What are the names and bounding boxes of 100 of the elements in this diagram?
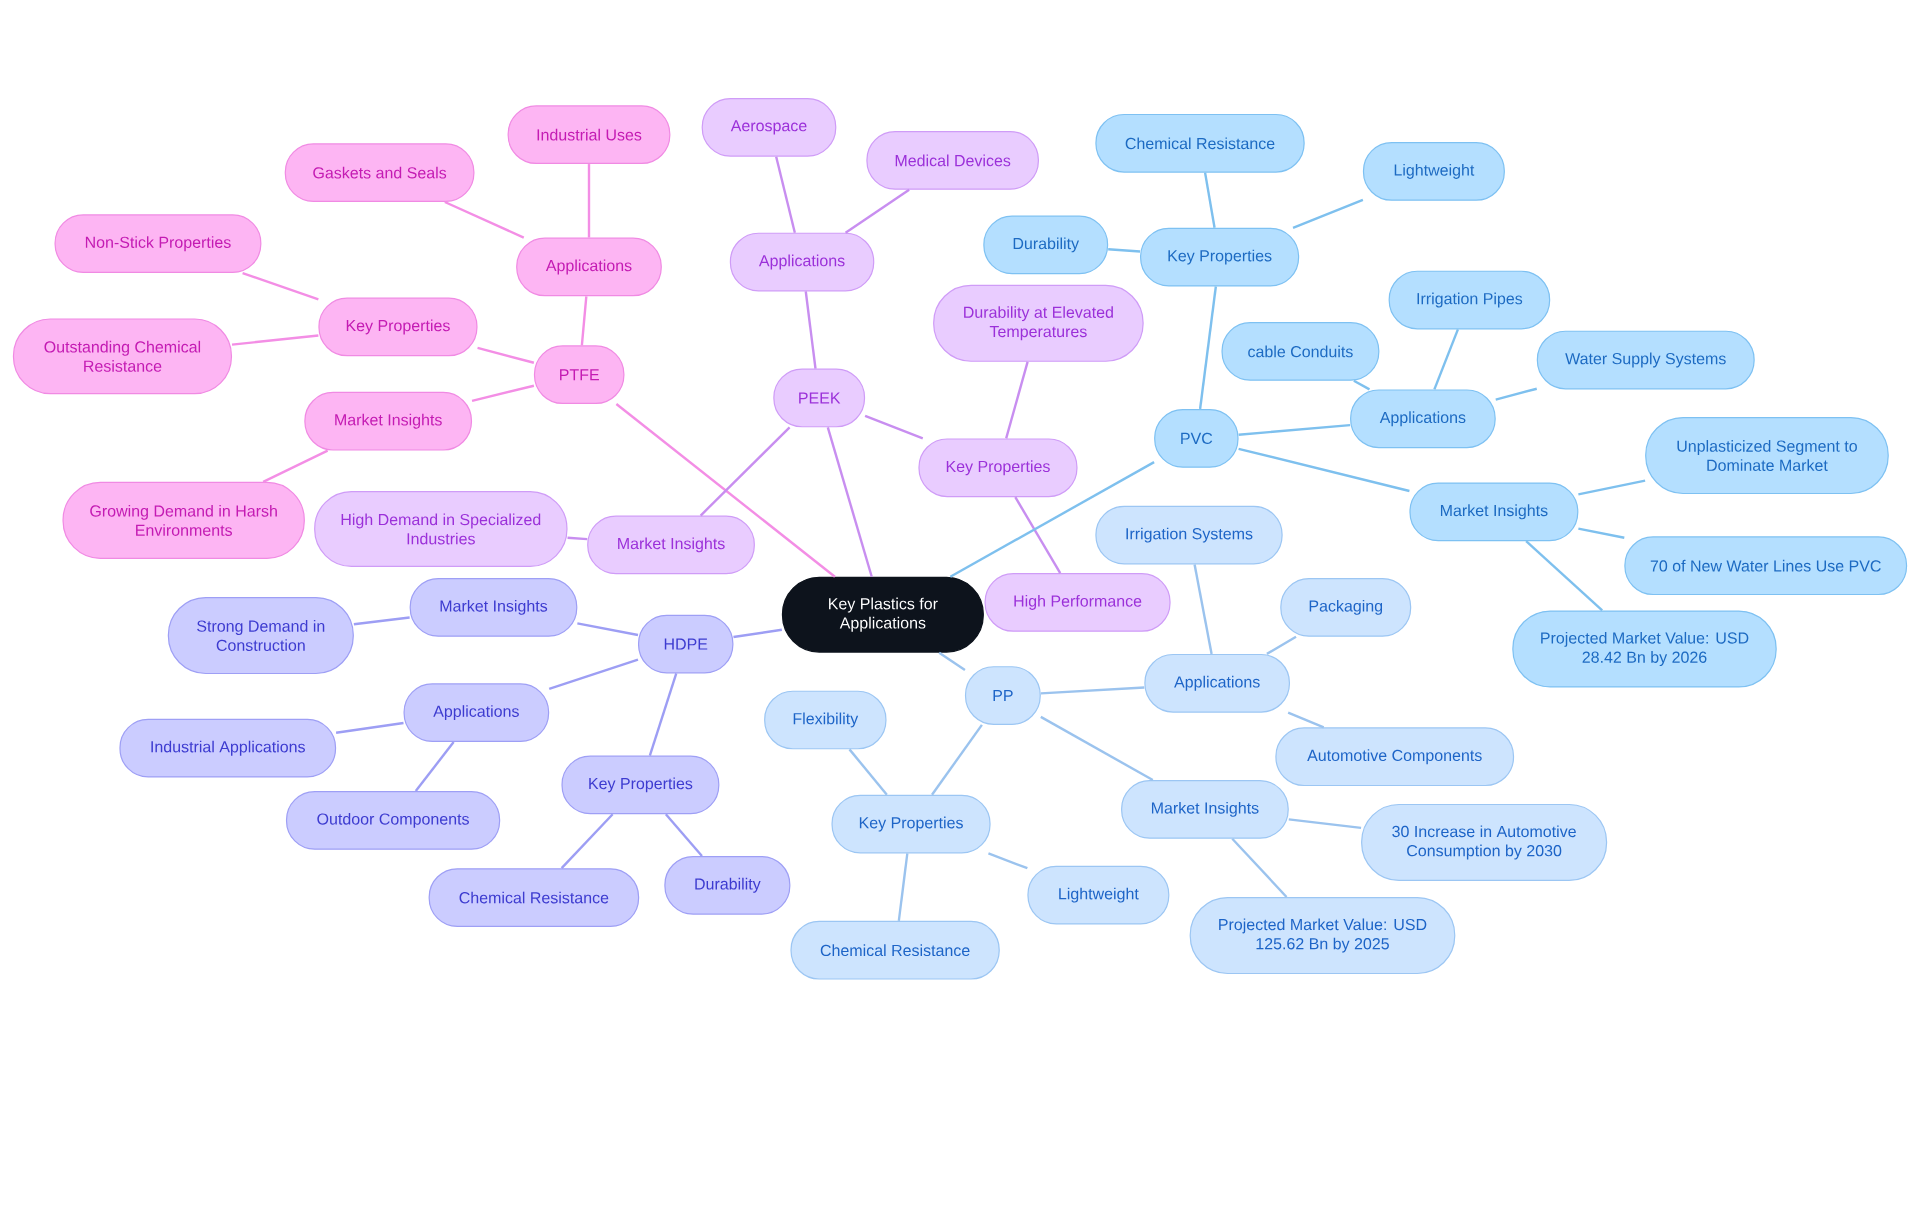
- topic-pill: Key Properties: [1140, 227, 1300, 287]
- topic-pill: Durability: [664, 856, 791, 915]
- topic-pill: Outdoor Components: [285, 791, 501, 850]
- connector-line: [1578, 527, 1625, 540]
- connector-line: [1198, 286, 1218, 410]
- connector-line: [231, 334, 319, 346]
- topic-pill: Chemical Resistance: [428, 868, 640, 928]
- topic-pill: Applications: [1144, 654, 1290, 713]
- topic-pill: Automotive Components: [1275, 727, 1515, 787]
- topic-pill: PP: [964, 666, 1041, 726]
- connector-line: [262, 449, 329, 484]
- topic-pill: Growing Demand in Harsh Environments: [62, 482, 305, 560]
- connector-line: [848, 748, 888, 796]
- connector-line: [444, 201, 525, 239]
- connector-line: [1266, 635, 1297, 656]
- topic-pill: Market Insights: [587, 515, 755, 575]
- connector-line: [580, 296, 588, 346]
- connector-line: [1495, 387, 1538, 401]
- topic-pill: Durability at Elevated Temperatures: [933, 284, 1144, 362]
- connector-line: [1040, 716, 1154, 782]
- connector-line: [353, 616, 410, 626]
- topic-pill: Applications: [729, 232, 875, 292]
- connector-line: [414, 741, 455, 792]
- topic-pill: Packaging: [1280, 578, 1412, 637]
- connector-line: [1238, 447, 1410, 493]
- connector-line: [844, 188, 910, 234]
- central-topic-box: Key Plastics for Applications: [781, 576, 984, 653]
- connector-line: [1292, 198, 1364, 230]
- connector-line: [1193, 564, 1213, 655]
- topic-pill: Key Properties: [831, 794, 991, 854]
- connector-line: [335, 722, 404, 735]
- connector-line: [477, 346, 535, 365]
- topic-pill: Applications: [1350, 389, 1496, 449]
- connector-line: [1433, 329, 1460, 390]
- topic-pill: PVC: [1154, 409, 1239, 468]
- topic-pill: Strong Demand in Construction: [167, 597, 354, 675]
- topic-pill: Market Insights: [409, 578, 578, 637]
- topic-pill: Applications: [516, 237, 662, 297]
- topic-pill: Aerospace: [701, 98, 837, 157]
- topic-pill: Unplasticized Segment to Dominate Market: [1645, 417, 1889, 495]
- connector-line: [1231, 838, 1288, 898]
- connector-line: [560, 813, 614, 870]
- topic-pill: Durability: [983, 215, 1109, 275]
- connector-line: [1525, 540, 1603, 612]
- connector-line: [587, 164, 591, 238]
- connector-line: [615, 403, 836, 578]
- connector-line: [567, 536, 588, 541]
- connector-line: [648, 673, 678, 757]
- topic-pill: Key Properties: [318, 297, 478, 357]
- topic-pill: Outstanding Chemical Resistance: [12, 318, 233, 395]
- connector-line: [1287, 711, 1325, 729]
- topic-pill: 70 of New Water Lines Use PVC: [1624, 536, 1908, 596]
- topic-pill: High Demand in Specialized Industries: [314, 491, 568, 568]
- topic-pill: Lightweight: [1362, 142, 1505, 201]
- connector-line: [1005, 361, 1029, 439]
- topic-pill: 30 Increase in Automotive Consumption by 2030: [1361, 804, 1608, 882]
- topic-pill: PEEK: [773, 368, 866, 428]
- topic-pill: HDPE: [638, 614, 734, 674]
- topic-pill: Projected Market Value: USD 28.42 Bn by 2026: [1512, 610, 1777, 688]
- topic-pill: cable Conduits: [1221, 322, 1380, 381]
- connector-line: [775, 156, 796, 234]
- topic-pill: Market Insights: [1409, 482, 1579, 542]
- connector-line: [577, 622, 639, 637]
- connector-line: [471, 384, 535, 403]
- connector-line: [1238, 424, 1351, 437]
- topic-pill: Water Supply Systems: [1536, 330, 1755, 390]
- topic-pill: Lightweight: [1027, 865, 1170, 925]
- connector-line: [1108, 248, 1141, 253]
- connector-line: [1040, 686, 1145, 695]
- topic-pill: Industrial Uses: [507, 105, 671, 165]
- connector-line: [242, 272, 319, 301]
- connector-line: [1578, 479, 1646, 496]
- topic-pill: Irrigation Pipes: [1388, 270, 1551, 330]
- topic-pill: Industrial Applications: [119, 718, 337, 778]
- connector-line: [988, 852, 1028, 870]
- topic-pill: Projected Market Value: USD 125.62 Bn by 2025: [1189, 897, 1456, 975]
- connector-line: [949, 461, 1155, 578]
- connector-line: [897, 853, 909, 922]
- connector-line: [804, 291, 817, 369]
- topic-pill: Chemical Resistance: [1095, 114, 1305, 173]
- connector-line: [548, 658, 639, 691]
- topic-pill: Irrigation Systems: [1095, 505, 1283, 565]
- topic-pill: Market Insights: [304, 392, 473, 451]
- connector-line: [733, 628, 783, 639]
- connector-line: [1203, 172, 1216, 229]
- topic-pill: Market Insights: [1121, 780, 1289, 839]
- connector-line: [1288, 818, 1362, 830]
- connector-line: [938, 651, 966, 672]
- connector-line: [699, 426, 791, 517]
- topic-pill: Medical Devices: [866, 131, 1039, 190]
- topic-pill: High Performance: [984, 573, 1171, 632]
- connector-line: [664, 813, 703, 857]
- topic-pill: PTFE: [533, 345, 625, 405]
- topic-pill: Key Properties: [561, 755, 720, 815]
- connector-line: [826, 427, 873, 578]
- topic-pill: Applications: [403, 683, 550, 743]
- topic-pill: Flexibility: [764, 690, 887, 750]
- topic-pill: Non-Stick Properties: [54, 214, 262, 274]
- connector-line: [864, 414, 924, 440]
- topic-pill: Key Properties: [918, 438, 1078, 498]
